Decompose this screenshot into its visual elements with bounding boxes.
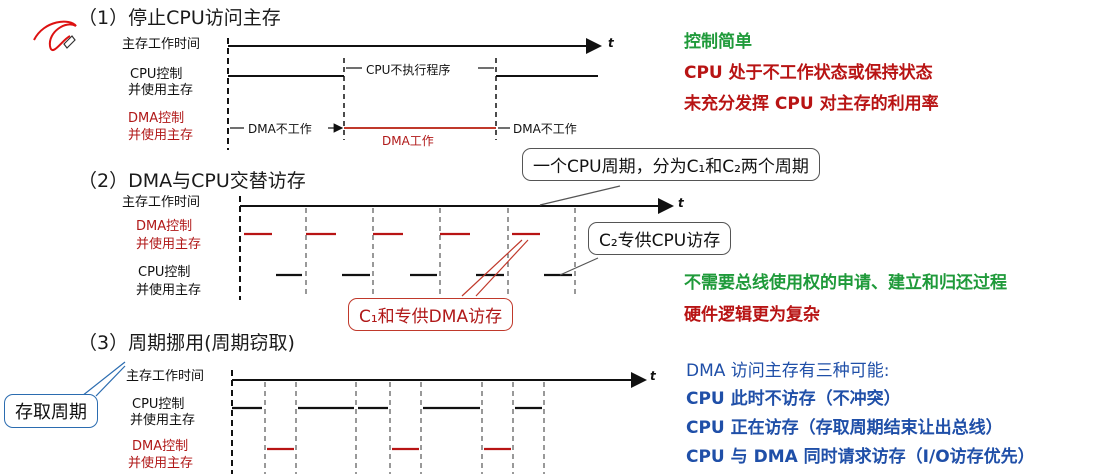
note1-red-1: CPU 处于不工作状态或保持状态 [684,63,933,83]
section3-row-cpu-1: CPU控制 [132,397,185,412]
note3-item-3: CPU 与 DMA 同时请求访存（I/O访存优先） [686,447,1035,467]
section2-row-cpu-2: 并使用主存 [136,283,202,298]
section1-dma-work: DMA工作 [382,134,434,148]
section3-title: （3）周期挪用(周期窃取) [78,332,295,354]
section3-row-dma-2: 并使用主存 [128,456,194,471]
section2-row-dma-1: DMA控制 [136,219,193,234]
note3-item-2: CPU 正在访存（存取周期结束让出总线） [686,418,1003,438]
section1-row-cpu-2: 并使用主存 [128,83,194,98]
callout-c2-cpu: C₂专供CPU访存 [588,222,732,255]
section1-cpu-gap-label: CPU不执行程序 [366,63,451,77]
section2-t-label: t [678,196,684,210]
section3-t-label: t [650,369,656,383]
section1-row-cpu-1: CPU控制 [130,67,183,82]
section2-row-time: 主存工作时间 [122,195,201,210]
section1-dma-idle-right: DMA不工作 [513,122,577,136]
section1-title: （1）停止CPU访问主存 [78,7,281,29]
note1-red-2: 未充分发挥 CPU 对主存的利用率 [684,94,939,114]
note2-green: 不需要总线使用权的申请、建立和归还过程 [684,273,1007,293]
section1-row-dma-2: 并使用主存 [128,128,194,143]
section3-row-time: 主存工作时间 [126,369,205,384]
callout-cpu-cycle: 一个CPU周期，分为C₁和C₂两个周期 [522,148,820,181]
section2-row-dma-2: 并使用主存 [136,237,202,252]
note2-red: 硬件逻辑更为复杂 [684,305,820,325]
section3-row-dma-1: DMA控制 [132,439,189,454]
section1-row-dma-1: DMA控制 [128,111,185,126]
section1-dma-idle-left: DMA不工作 [248,122,312,136]
section3-row-cpu-2: 并使用主存 [130,413,196,428]
callout-c1-dma: C₁和专供DMA访存 [348,298,514,331]
note1-green: 控制简单 [684,32,752,52]
section1-row-time: 主存工作时间 [122,37,201,52]
note3-item-1: CPU 此时不访存（不冲突） [686,389,901,409]
note3-title: DMA 访问主存有三种可能: [686,361,890,381]
section2-row-cpu-1: CPU控制 [138,265,191,280]
callout-access-cycle: 存取周期 [4,394,98,428]
section1-t-label: t [608,36,614,50]
section2-title: （2）DMA与CPU交替访存 [78,170,306,192]
pen-annotation [33,20,77,52]
